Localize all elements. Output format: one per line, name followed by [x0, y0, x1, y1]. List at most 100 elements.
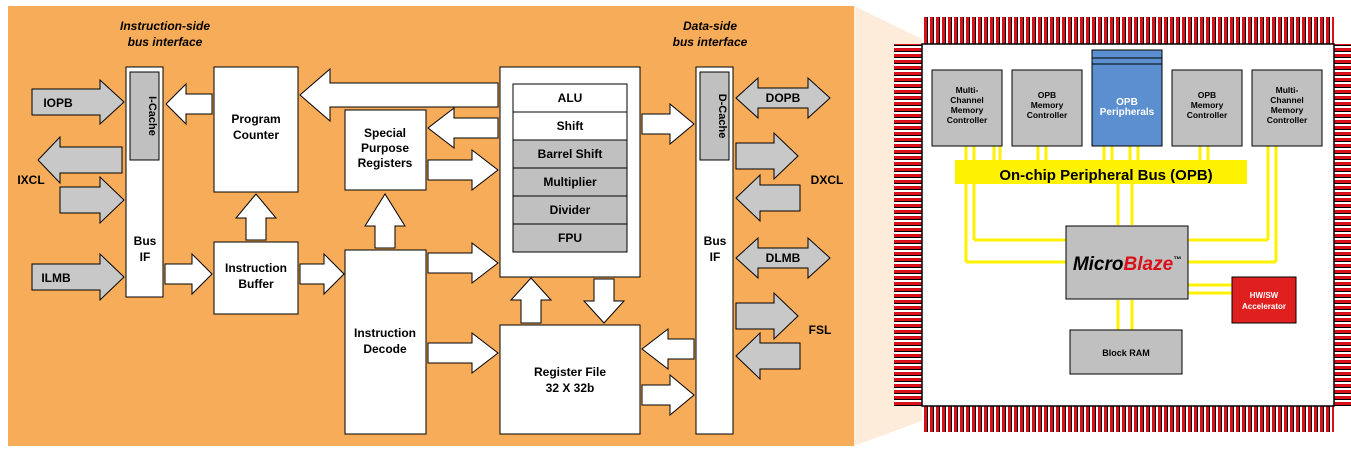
ibuf-to-pc-arrow — [234, 193, 278, 241]
instruction-buffer-label-1: Instruction — [225, 261, 287, 275]
alu-unit-0 — [512, 83, 628, 113]
opb-bus — [955, 160, 1247, 184]
regfile-to-dbus-arrow — [641, 373, 695, 417]
controller-4-label-3: Controller — [1267, 115, 1308, 125]
decode-to-regfile-arrow — [427, 331, 499, 375]
alu-to-regfile-arrow — [582, 278, 626, 324]
accelerator-label-2: Accelerator — [1242, 302, 1286, 311]
controller-2-label-0: OPB — [1116, 97, 1138, 108]
program-counter-label-2: Counter — [233, 128, 279, 142]
opb-peripherals-stack — [1091, 49, 1163, 147]
alu-unit-3 — [512, 167, 628, 197]
chip-pins-bottom — [922, 404, 1334, 432]
bus-if-left-2: IF — [140, 250, 151, 264]
dlmb-arrow — [735, 236, 831, 280]
controller-2-label-1: Peripherals — [1100, 107, 1155, 118]
ixcl-out-arrow — [37, 135, 123, 185]
instruction-decode-label-1: Instruction — [354, 326, 416, 340]
spr-to-alu-arrow — [427, 148, 499, 192]
fsl-out-arrow — [735, 291, 799, 341]
controller-4-label-1: Channel — [1270, 95, 1304, 105]
icache-box — [129, 71, 160, 161]
register-file-label-2: 32 X 32b — [546, 381, 595, 395]
dxcl-out-arrow — [735, 131, 799, 181]
accelerator — [1231, 276, 1297, 324]
data-side-label-2: bus interface — [673, 35, 748, 49]
bus-if-right-1: Bus — [704, 234, 727, 248]
special-registers-label-2: Purpose — [361, 141, 409, 155]
controller-0-label-0: Multi- — [956, 85, 979, 95]
controller-1-label-0: OPB — [1038, 90, 1056, 100]
controller-0 — [931, 69, 1003, 147]
instr-side-label-1: Instruction-side — [120, 19, 210, 33]
instr-side-label-2: bus interface — [128, 35, 203, 49]
alu-unit-label-0: ALU — [558, 91, 583, 105]
controller-3 — [1171, 69, 1243, 147]
special-registers-label-1: Special — [364, 126, 406, 140]
ilmb-arrow — [31, 252, 125, 302]
bus-if-left-1: Bus — [134, 234, 157, 248]
ixcl-in-arrow — [59, 175, 125, 225]
instruction-decode-label-2: Decode — [363, 342, 407, 356]
controller-1 — [1011, 69, 1083, 147]
microblaze-core — [1065, 225, 1189, 300]
special-registers-label-3: Registers — [358, 156, 413, 170]
special-registers — [344, 109, 427, 191]
pc-to-icache-arrow — [165, 82, 213, 126]
decode-to-alu-arrow — [427, 241, 499, 285]
controller-0-label-3: Controller — [947, 115, 988, 125]
alu-unit-label-1: Shift — [557, 119, 584, 133]
controller-1-label-1: Memory — [1031, 100, 1064, 110]
instruction-decode — [344, 249, 427, 435]
alu-to-dbus-arrow — [641, 102, 695, 146]
iopb-arrow — [31, 78, 125, 126]
accelerator-label-1: HW/SW — [1250, 291, 1279, 300]
dcache-box — [699, 71, 730, 161]
icache-label: I-Cache — [146, 96, 158, 136]
alu-unit-1 — [512, 111, 628, 141]
controller-3-label-2: Controller — [1187, 110, 1228, 120]
alu-unit-label-4: Divider — [550, 203, 591, 217]
register-file — [499, 324, 641, 435]
ixcl-label: IXCL — [17, 173, 44, 187]
controller-4-label-0: Multi- — [1276, 85, 1299, 95]
program-counter-label-1: Program — [231, 112, 280, 126]
chip-pins-right — [1332, 44, 1351, 406]
alu-to-pc-arrow — [299, 67, 499, 123]
fsl-in-arrow — [735, 331, 801, 381]
data-side-label-1: Data-side — [683, 19, 737, 33]
controllers: Multi-ChannelMemoryControllerOPBMemoryCo… — [931, 49, 1323, 147]
iopb-label: IOPB — [43, 96, 73, 110]
dopb-arrow — [735, 76, 831, 120]
instruction-buffer — [213, 241, 299, 315]
alu-unit-label-5: FPU — [558, 231, 582, 245]
regfile-to-alu-arrow — [509, 277, 553, 324]
block-ram-label: Block RAM — [1102, 348, 1150, 358]
controller-0-label-2: Memory — [951, 105, 984, 115]
controller-4 — [1251, 69, 1323, 147]
register-file-label-1: Register File — [534, 365, 606, 379]
chip-pins-top — [922, 17, 1334, 45]
controller-3-label-0: OPB — [1198, 90, 1216, 100]
bus-if-right-2: IF — [710, 250, 721, 264]
alu-unit-label-3: Multiplier — [543, 175, 597, 189]
controller-0-label-1: Channel — [950, 95, 984, 105]
dcache-label: D-Cache — [716, 94, 728, 139]
decode-to-spr-arrow — [364, 193, 406, 249]
alu-unit-label-2: Barrel Shift — [538, 147, 603, 161]
busif-to-ibuf-arrow — [164, 252, 213, 296]
controller-4-label-2: Memory — [1271, 105, 1304, 115]
dxcl-label: DXCL — [811, 173, 844, 187]
alu-to-spr-arrow — [427, 106, 499, 150]
ibuf-to-decode-arrow — [299, 252, 345, 296]
yellow-connections — [964, 146, 1278, 330]
block-ram — [1069, 329, 1183, 375]
fsl-label: FSL — [809, 323, 832, 337]
dxcl-in-arrow — [735, 173, 801, 223]
controller-3-label-1: Memory — [1191, 100, 1224, 110]
chip-pins-left — [894, 44, 924, 406]
dlmb-label: DLMB — [766, 251, 801, 265]
program-counter — [213, 66, 299, 193]
